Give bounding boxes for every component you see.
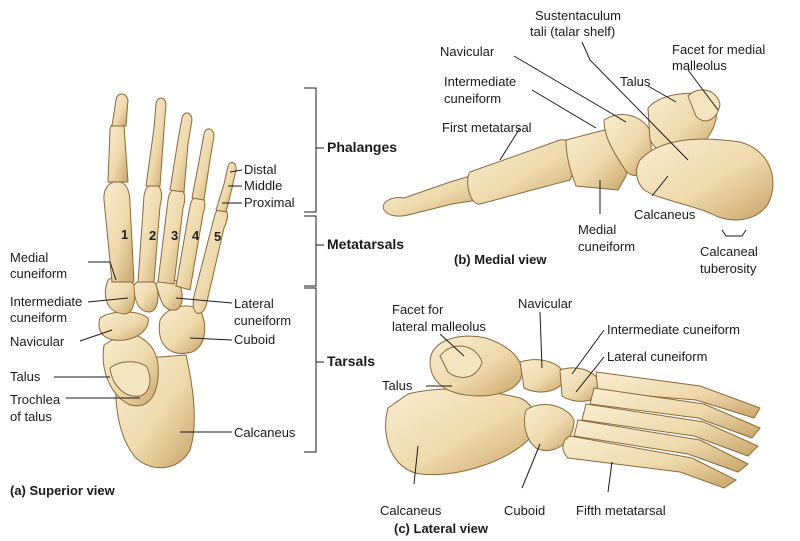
lateral-metatarsal-3 xyxy=(581,403,759,457)
label-lateral-cuboid: Cuboid xyxy=(504,503,546,518)
superior-toe2-phalanges xyxy=(145,97,167,187)
superior-intermediate-cuneiform-bone xyxy=(133,279,159,313)
label-intermediate-cuneiform-line1: Intermediate xyxy=(10,294,83,309)
label-facet-medial-line1: Facet for medial xyxy=(672,42,766,57)
label-lateral-cuneiform-line2: cuneiform xyxy=(234,313,292,328)
label-superior-talus: Talus xyxy=(10,369,41,384)
metatarsal-number-5: 5 xyxy=(214,229,222,244)
label-medial-cuneiform-line2: cuneiform xyxy=(10,266,68,281)
label-group-tarsals: Tarsals xyxy=(327,353,375,369)
label-fifth-metatarsal: Fifth metatarsal xyxy=(576,503,666,518)
medial-first-metatarsal xyxy=(467,139,579,205)
label-proximal: Proximal xyxy=(244,195,295,210)
label-facet-lateral-line2: lateral malleolus xyxy=(392,319,486,334)
superior-trochlea xyxy=(109,361,151,397)
superior-metatarsal-1 xyxy=(103,181,135,283)
label-lateral-cuneiform-line1: Lateral xyxy=(234,296,274,311)
label-group-metatarsals: Metatarsals xyxy=(327,236,405,252)
label-lateral-talus: Talus xyxy=(382,378,413,393)
caption-medial-letter: (b) xyxy=(454,252,471,267)
lateral-metatarsal-2 xyxy=(589,387,761,439)
group-brackets xyxy=(304,87,324,453)
label-trochlea-line1: Trochlea xyxy=(10,392,61,407)
superior-leader-lines xyxy=(54,169,243,433)
lateral-leader-lines xyxy=(413,311,613,493)
medial-view-foot xyxy=(382,89,774,221)
superior-toe5-phalanges xyxy=(215,162,237,213)
caption-superior-name: Superior view xyxy=(29,483,115,498)
lateral-view-foot xyxy=(385,335,761,489)
label-medial-talus: Talus xyxy=(620,74,651,89)
label-intermediate-cuneiform-line2: cuneiform xyxy=(10,310,68,325)
caption-superior-view: (a) Superior view xyxy=(10,483,115,498)
label-medial-medial-cuneiform-line2: cuneiform xyxy=(578,239,636,254)
metatarsal-number-1: 1 xyxy=(121,227,129,242)
metatarsal-number-2: 2 xyxy=(149,228,157,243)
lateral-navicular xyxy=(519,359,567,393)
label-group-phalanges: Phalanges xyxy=(327,139,398,155)
superior-view-foot xyxy=(98,93,237,469)
label-medial-navicular: Navicular xyxy=(440,44,495,59)
caption-lateral-view: (c) Lateral view xyxy=(394,521,488,536)
label-medial-cuneiform-line1: Medial xyxy=(10,250,49,265)
label-lateral-lateral-cuneiform: Lateral cuneiform xyxy=(607,349,708,364)
label-trochlea-line2: of talus xyxy=(10,409,52,424)
label-superior-calcaneus: Calcaneus xyxy=(234,425,296,440)
lateral-cuboid xyxy=(523,404,575,451)
caption-lateral-name: Lateral view xyxy=(413,521,488,536)
label-medial-medial-cuneiform-line1: Medial xyxy=(578,222,617,237)
label-calcaneal-tuberosity-line2: tuberosity xyxy=(700,261,757,276)
label-sustentaculum-line1: Sustentaculum xyxy=(535,8,621,23)
label-superior-cuboid: Cuboid xyxy=(234,332,276,347)
superior-hallux-proximal xyxy=(107,122,129,183)
label-lateral-intermediate-cuneiform: Intermediate cuneiform xyxy=(607,322,740,337)
medial-hallux xyxy=(382,175,479,217)
caption-superior-letter: (a) xyxy=(10,483,26,498)
medial-leader-lines xyxy=(499,41,747,237)
label-medial-intermediate-cuneiform-line1: Intermediate xyxy=(444,74,517,89)
label-lateral-calcaneus: Calcaneus xyxy=(380,503,442,518)
medial-calcaneus xyxy=(636,138,774,221)
lateral-calcaneus xyxy=(385,388,536,476)
medial-malleolus-facet xyxy=(687,89,721,122)
metatarsal-number-3: 3 xyxy=(171,228,179,243)
label-facet-lateral-line1: Facet for xyxy=(392,302,444,317)
label-facet-medial-line2: malleolus xyxy=(672,58,727,73)
label-superior-navicular: Navicular xyxy=(10,334,65,349)
label-medial-intermediate-cuneiform-line2: cuneiform xyxy=(444,91,502,106)
caption-lateral-letter: (c) xyxy=(394,521,410,536)
label-first-metatarsal: First metatarsal xyxy=(442,120,532,135)
lateral-metatarsal-5 xyxy=(562,435,737,489)
superior-toe3-phalanges xyxy=(169,112,193,193)
lateral-metatarsal-4 xyxy=(573,419,749,473)
label-lateral-navicular: Navicular xyxy=(518,296,573,311)
superior-toe4-phalanges xyxy=(191,128,215,201)
label-middle: Middle xyxy=(244,178,283,193)
label-medial-calcaneus: Calcaneus xyxy=(634,207,696,222)
superior-navicular-bone xyxy=(98,311,149,341)
label-sustentaculum-line2: tali (talar shelf) xyxy=(530,24,616,39)
label-calcaneal-tuberosity-line1: Calcaneal xyxy=(700,244,758,259)
caption-medial-name: Medial view xyxy=(474,252,547,267)
metatarsal-number-4: 4 xyxy=(192,228,200,243)
label-distal: Distal xyxy=(244,162,277,177)
superior-hallux-distal xyxy=(111,93,129,127)
caption-medial-view: (b) Medial view xyxy=(454,252,546,267)
